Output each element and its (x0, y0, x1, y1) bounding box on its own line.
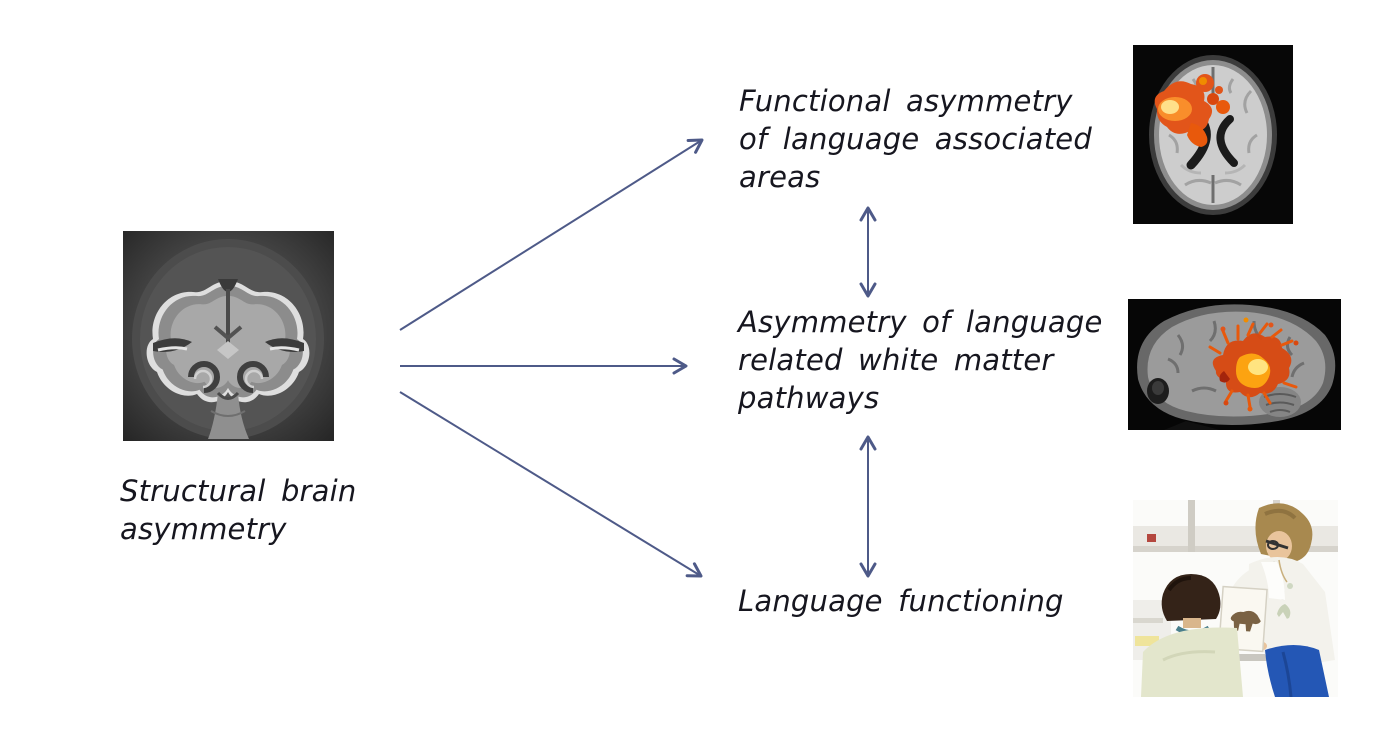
white-matter-asymmetry-label: Asymmetry of language related white matt… (738, 305, 1103, 415)
language-functioning-label: Language functioning (738, 584, 1064, 618)
dti-tractography-scan-image (1128, 299, 1341, 430)
language-assessment-photo (1133, 500, 1338, 697)
structural-brain-asymmetry-label: Structural brain asymmetry (120, 474, 357, 546)
structural-brain-mri-image (123, 231, 334, 441)
arrow-source-to-functional-asymmetry (399, 138, 704, 331)
functional-fmri-scan-image (1133, 45, 1293, 224)
arrow-source-to-language-functioning (399, 391, 703, 578)
functional-asymmetry-label: Functional asymmetry of language associa… (739, 84, 1092, 194)
